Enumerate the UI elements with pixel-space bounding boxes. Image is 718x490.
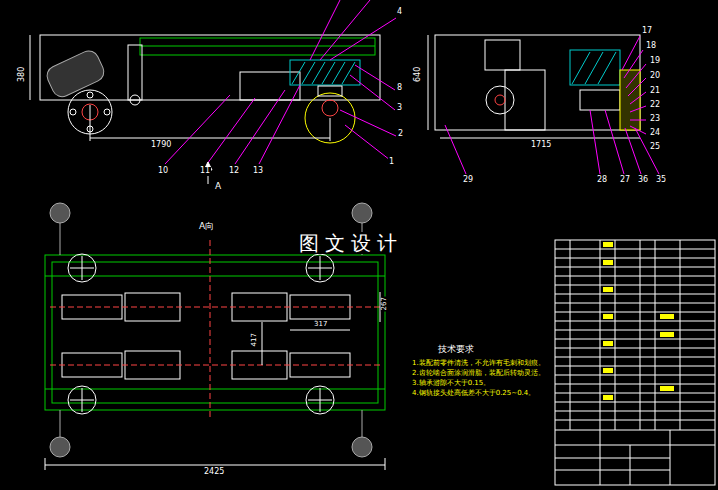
view-letter: A	[214, 182, 222, 192]
callout-number: 25	[649, 143, 661, 152]
hatched-bearing	[290, 60, 360, 85]
callout-number: 11	[199, 167, 211, 176]
watermark: 图文设计	[298, 232, 404, 254]
motor	[240, 72, 300, 100]
dimension: 1790	[150, 141, 172, 150]
callout-number: 18	[645, 42, 657, 51]
callout-number: 35	[655, 176, 667, 185]
dimension: 317	[313, 321, 328, 329]
callout-number: 4	[396, 8, 403, 17]
rail-wheel	[305, 93, 355, 143]
notes-heading: 技术要求	[437, 345, 475, 355]
plan-frame	[45, 255, 385, 410]
callout-number: 17	[641, 27, 653, 36]
callout-number: 27	[619, 176, 631, 185]
technical-note: 2.齿轮啮合面涂润滑脂，装配后转动灵活。	[411, 370, 546, 378]
callout-number: 20	[649, 72, 661, 81]
side-frame	[435, 35, 640, 130]
dimension: 1715	[530, 141, 552, 150]
gear	[620, 70, 640, 130]
callout-number: 12	[228, 167, 240, 176]
callout-number: 28	[596, 176, 608, 185]
callout-number: 36	[637, 176, 649, 185]
frame-beam	[140, 38, 375, 55]
technical-note: 4.钢轨接头处高低差不大于0.25~0.4。	[411, 390, 536, 398]
title-block	[555, 240, 715, 485]
callout-number: 3	[396, 104, 403, 113]
callout-number: 23	[649, 115, 661, 124]
gearbox	[505, 70, 545, 130]
callout-number: 1	[388, 158, 395, 167]
dimension: 417	[251, 332, 259, 347]
callout-number: 10	[157, 167, 169, 176]
dimension: 640	[414, 66, 423, 83]
dimension: 267	[381, 296, 389, 311]
callout-number: 19	[649, 57, 661, 66]
callout-number: 8	[396, 84, 403, 93]
motor-body	[44, 48, 107, 100]
callout-number: 24	[649, 129, 661, 138]
callout-number: 21	[649, 87, 661, 96]
callout-number: 2	[397, 130, 404, 139]
technical-note: 1.装配前零件清洗，不允许有毛刺和划痕。	[411, 360, 546, 368]
view-label: A向	[198, 222, 215, 232]
dimension: 380	[18, 66, 27, 83]
dimension: 2425	[203, 468, 225, 477]
callout-number: 22	[649, 101, 661, 110]
callout-number: 13	[252, 167, 264, 176]
technical-note: 3.轴承游隙不大于0.15。	[411, 380, 491, 388]
hydraulic-cylinder	[128, 45, 142, 100]
callout-number: 29	[462, 176, 474, 185]
